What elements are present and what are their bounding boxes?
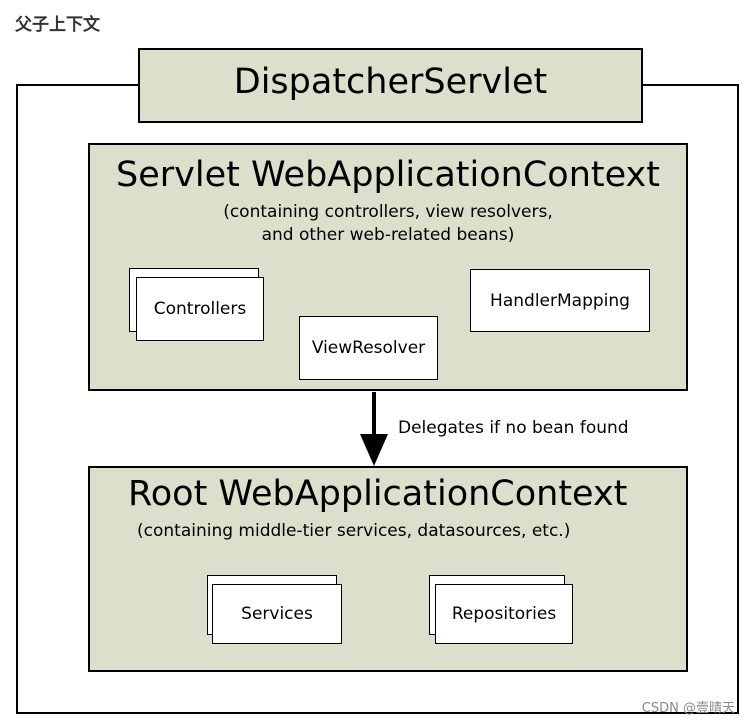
root-context-title: Root WebApplicationContext	[128, 474, 628, 514]
servlet-context-subtitle-line2: and other web-related beans)	[261, 225, 515, 245]
repositories-label: Repositories	[451, 604, 557, 624]
csdn-watermark: CSDN @壹晴天	[641, 701, 735, 716]
controllers-bean: Controllers	[136, 277, 264, 341]
dispatcher-servlet-box: DispatcherServlet	[138, 48, 643, 123]
controllers-label: Controllers	[153, 299, 247, 319]
root-context-box: Root WebApplicationContext (containing m…	[88, 466, 688, 672]
services-label: Services	[241, 604, 313, 624]
repositories-bean: Repositories	[435, 584, 573, 644]
view-resolver-label: ViewResolver	[311, 338, 426, 358]
services-bean: Services	[212, 584, 342, 644]
servlet-context-subtitle-line1: (containing controllers, view resolvers,	[223, 202, 553, 222]
dispatcher-servlet-title: DispatcherServlet	[233, 62, 548, 102]
delegation-arrow-head	[360, 434, 388, 466]
section-heading: 父子上下文	[15, 15, 100, 35]
view-resolver-bean: ViewResolver	[299, 316, 438, 380]
delegation-arrow	[360, 392, 388, 466]
handler-mapping-bean: HandlerMapping	[470, 269, 650, 332]
handler-mapping-label: HandlerMapping	[490, 290, 630, 311]
delegation-label: Delegates if no bean found	[398, 418, 629, 438]
root-context-subtitle: (containing middle-tier services, dataso…	[137, 521, 571, 541]
servlet-context-title: Servlet WebApplicationContext	[116, 155, 660, 195]
